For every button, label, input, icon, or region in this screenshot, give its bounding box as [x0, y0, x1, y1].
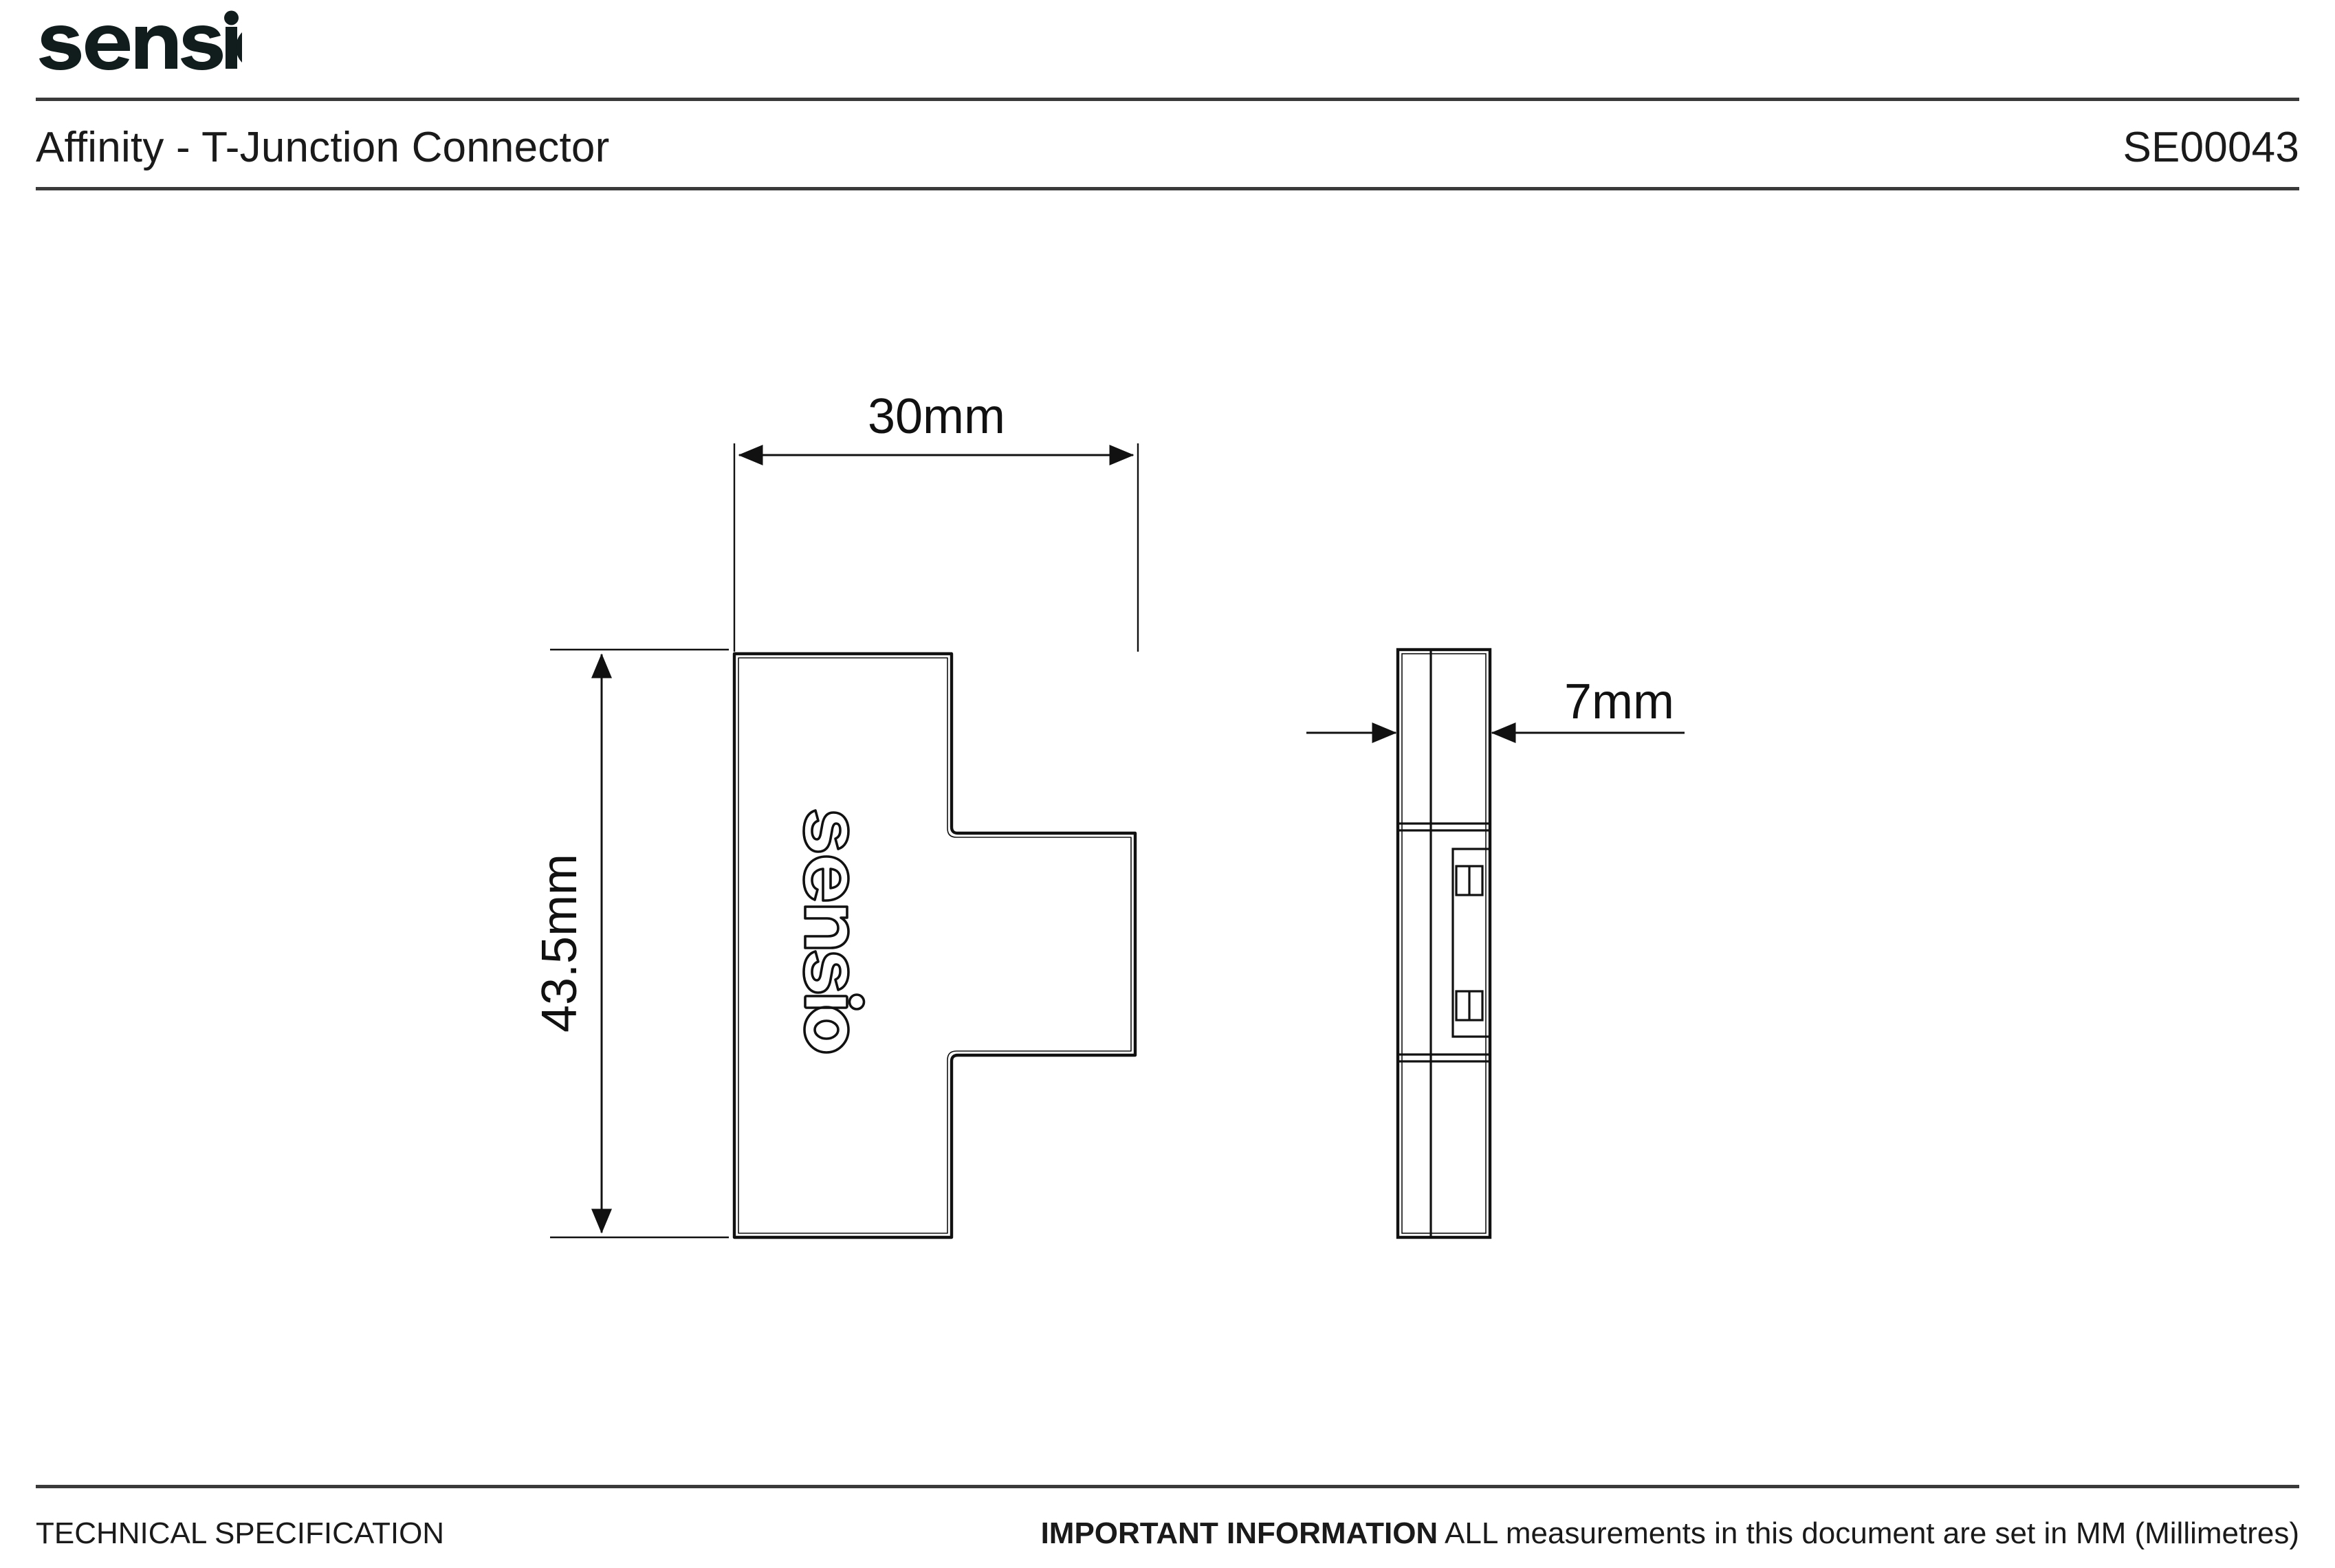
sensio-logo: R furniture lighting solutions	[36, 4, 242, 78]
logo-o-letter	[236, 32, 242, 63]
footer-important-information: IMPORTANT INFORMATION ALL measurements i…	[1041, 1516, 2299, 1551]
footer-row: TECHNICAL SPECIFICATION IMPORTANT INFORM…	[36, 1510, 2299, 1558]
front-view-inner-offset	[738, 657, 1132, 1234]
side-view-details	[1398, 650, 1490, 1237]
engraved-sensio-logo	[802, 809, 866, 1054]
logo-wordmark-shapes	[39, 10, 239, 70]
footer-rule	[36, 1485, 2299, 1488]
technical-drawing: 30mm 43.5mm 7mm	[0, 206, 2335, 1457]
header-top-rule	[36, 98, 2299, 101]
footer-technical-specification: TECHNICAL SPECIFICATION	[36, 1516, 445, 1550]
dimension-label-width: 30mm	[868, 389, 1005, 444]
dimension-label-depth: 7mm	[1564, 674, 1674, 729]
side-view-inner-offset	[1401, 653, 1487, 1234]
product-code: SE00043	[2123, 123, 2299, 171]
dimension-width-30mm	[733, 443, 1139, 652]
footer-important-text: ALL measurements in this document are se…	[1438, 1516, 2299, 1550]
page-title: Affinity - T-Junction Connector	[36, 123, 610, 171]
dimension-label-height: 43.5mm	[532, 854, 587, 1033]
side-view-outline	[1396, 648, 1492, 1239]
front-view-outline	[732, 652, 1137, 1239]
dimension-height-43-5mm	[550, 648, 729, 1239]
title-row: Affinity - T-Junction Connector SE00043	[36, 109, 2299, 186]
header-bottom-rule	[36, 187, 2299, 190]
footer-important-label: IMPORTANT INFORMATION	[1040, 1516, 1438, 1550]
